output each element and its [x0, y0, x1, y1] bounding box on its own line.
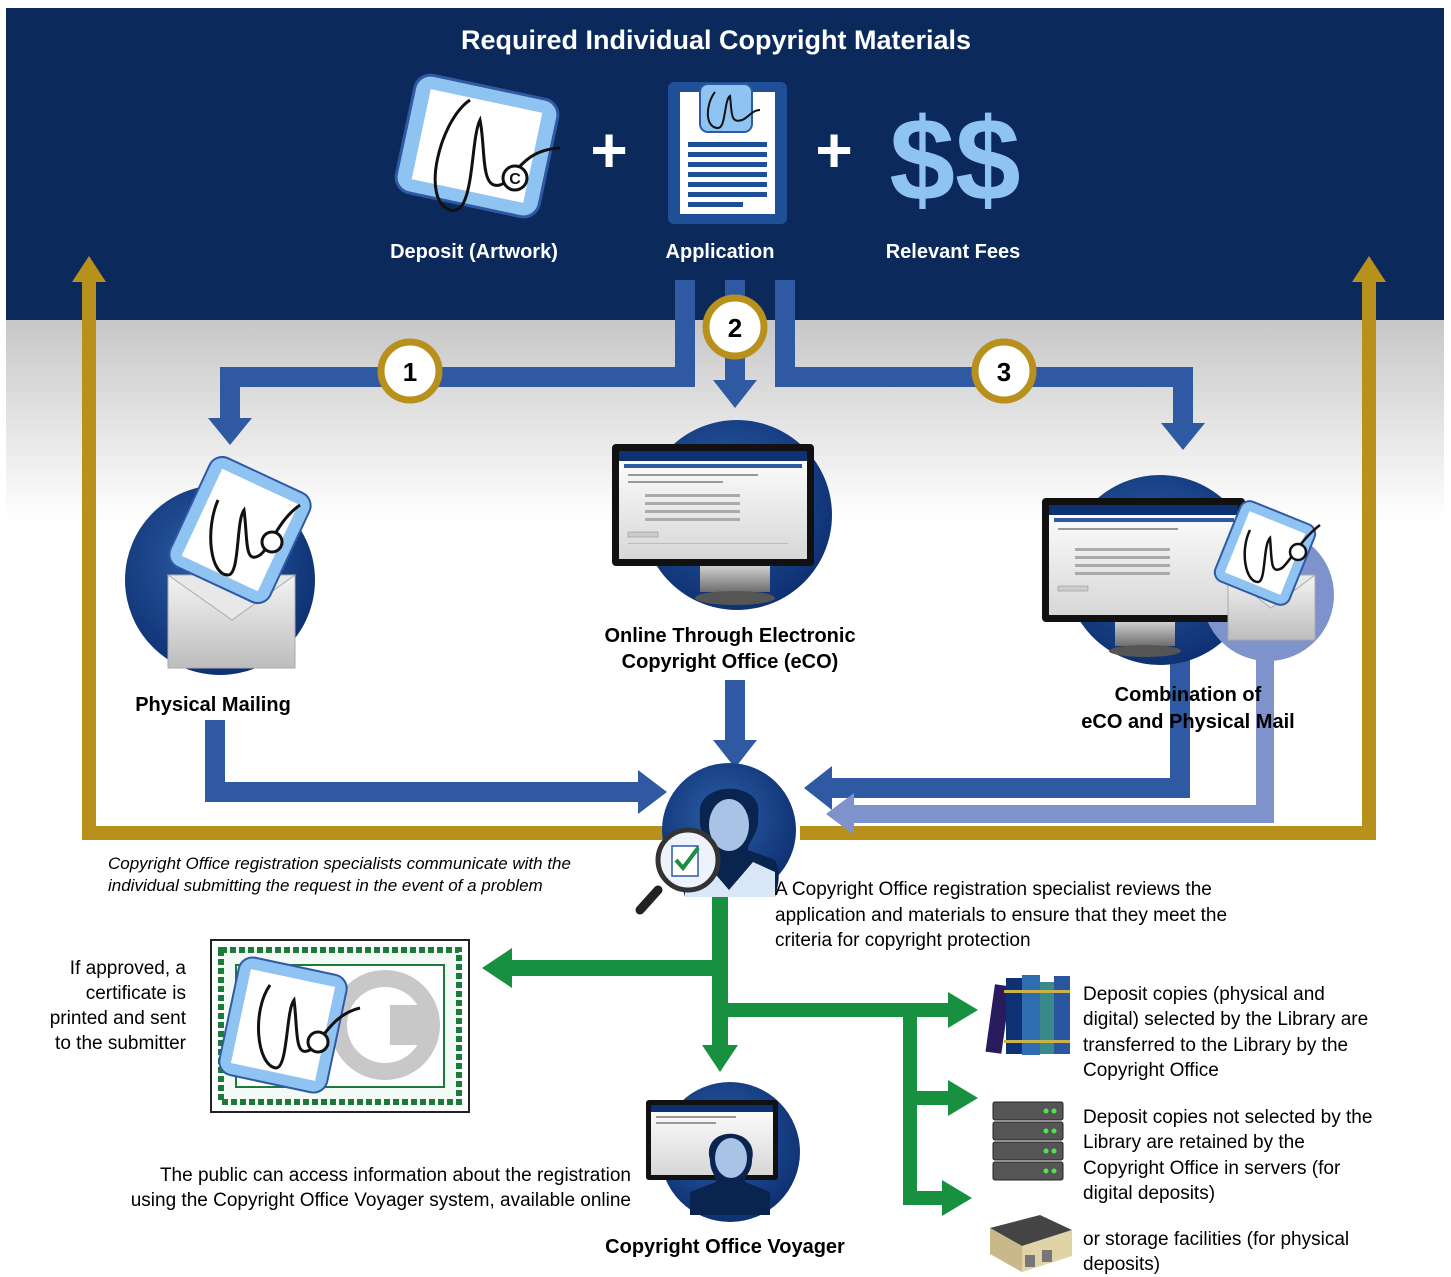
- deposit-label: Deposit (Artwork): [390, 241, 558, 263]
- review-description-line: criteria for copyright protection: [775, 930, 1031, 951]
- combination-icon: [1042, 475, 1334, 665]
- online-eco-label: Online Through Electronic Copyright Offi…: [560, 623, 900, 675]
- outcome-library-line: transferred to the Library by the: [1083, 1034, 1349, 1056]
- svg-text:C: C: [509, 171, 521, 188]
- public-access-line: The public can access information about …: [159, 1165, 631, 1186]
- step-badge-2: 2: [702, 294, 768, 360]
- dollar-signs-icon: $$: [889, 94, 1020, 226]
- feedback-note-line: individual submitting the request in the…: [108, 876, 543, 895]
- review-description-line: application and materials to ensure that…: [775, 904, 1228, 926]
- specialist-review-icon: [635, 763, 796, 915]
- application-label: Application: [665, 241, 775, 263]
- fees-label: Relevant Fees: [885, 241, 1021, 263]
- outcome-arrows: [482, 885, 978, 1216]
- outcome-servers-line: Library are retained by the: [1083, 1132, 1305, 1154]
- outcome-servers: Deposit copies not selected by the Libra…: [1083, 1105, 1443, 1206]
- svg-text:2: 2: [728, 313, 742, 343]
- certificate-image: [210, 939, 470, 1113]
- outcome-storage-line: deposits): [1083, 1254, 1161, 1275]
- outcome-library-line: Copyright Office: [1083, 1059, 1219, 1081]
- feedback-loop-arrow: [72, 256, 1386, 840]
- certificate-description-line: to the submitter: [55, 1033, 186, 1054]
- combination-label-line: Combination of: [1114, 684, 1262, 706]
- outcome-servers-line: Copyright Office in servers (for: [1083, 1157, 1341, 1179]
- servers-icon: [992, 1101, 1064, 1181]
- outcome-storage: or storage facilities (for physical depo…: [1083, 1227, 1443, 1277]
- svg-text:1: 1: [403, 357, 417, 387]
- svg-text:+: +: [590, 114, 627, 186]
- physical-mailing-icon: [125, 455, 315, 675]
- review-description: A Copyright Office registration speciali…: [775, 877, 1335, 954]
- public-access-description: The public can access information about …: [40, 1163, 631, 1213]
- voyager-icon: [646, 1082, 800, 1222]
- signed-artwork-icon: C: [394, 73, 561, 219]
- combination-label: Combination of eCO and Physical Mail: [1048, 682, 1328, 736]
- library-books-icon: [985, 975, 1070, 1055]
- svg-text:$$: $$: [889, 94, 1020, 226]
- outcome-library-line: Deposit copies (physical and: [1083, 984, 1325, 1005]
- outcome-servers-line: digital deposits): [1083, 1182, 1216, 1204]
- svg-text:3: 3: [997, 357, 1011, 387]
- feedback-note-line: Copyright Office registration specialist…: [108, 854, 571, 873]
- plus-sign-1: +: [590, 114, 627, 186]
- combination-label-line: eCO and Physical Mail: [1081, 711, 1295, 733]
- voyager-label: Copyright Office Voyager: [605, 1236, 845, 1258]
- outcome-servers-line: Deposit copies not selected by the: [1083, 1107, 1373, 1128]
- header-title: Required Individual Copyright Materials: [460, 25, 972, 55]
- outcome-storage-line: or storage facilities (for physical: [1083, 1229, 1350, 1250]
- certificate-description-line: If approved, a: [69, 958, 186, 979]
- certificate-description-line: certificate is: [85, 983, 186, 1004]
- online-eco-icon: [612, 420, 832, 610]
- online-eco-label-line: Online Through Electronic: [604, 625, 856, 647]
- storage-facility-icon: [990, 1215, 1072, 1272]
- step-badge-3: 3: [971, 338, 1037, 404]
- certificate-description: If approved, a certificate is printed an…: [10, 956, 186, 1056]
- feedback-note: Copyright Office registration specialist…: [108, 853, 648, 897]
- certificate-description-line: printed and sent: [49, 1008, 186, 1029]
- step-badge-1: 1: [377, 338, 443, 404]
- svg-text:+: +: [815, 114, 852, 186]
- review-description-line: A Copyright Office registration speciali…: [775, 879, 1212, 900]
- online-eco-label-line: Copyright Office (eCO): [621, 651, 839, 673]
- application-form-icon: [668, 82, 787, 224]
- outcome-library-line: digital) selected by the Library are: [1083, 1009, 1369, 1031]
- plus-sign-2: +: [815, 114, 852, 186]
- physical-mailing-label: Physical Mailing: [135, 694, 291, 716]
- public-access-line: using the Copyright Office Voyager syste…: [130, 1190, 631, 1211]
- outcome-library: Deposit copies (physical and digital) se…: [1083, 982, 1443, 1083]
